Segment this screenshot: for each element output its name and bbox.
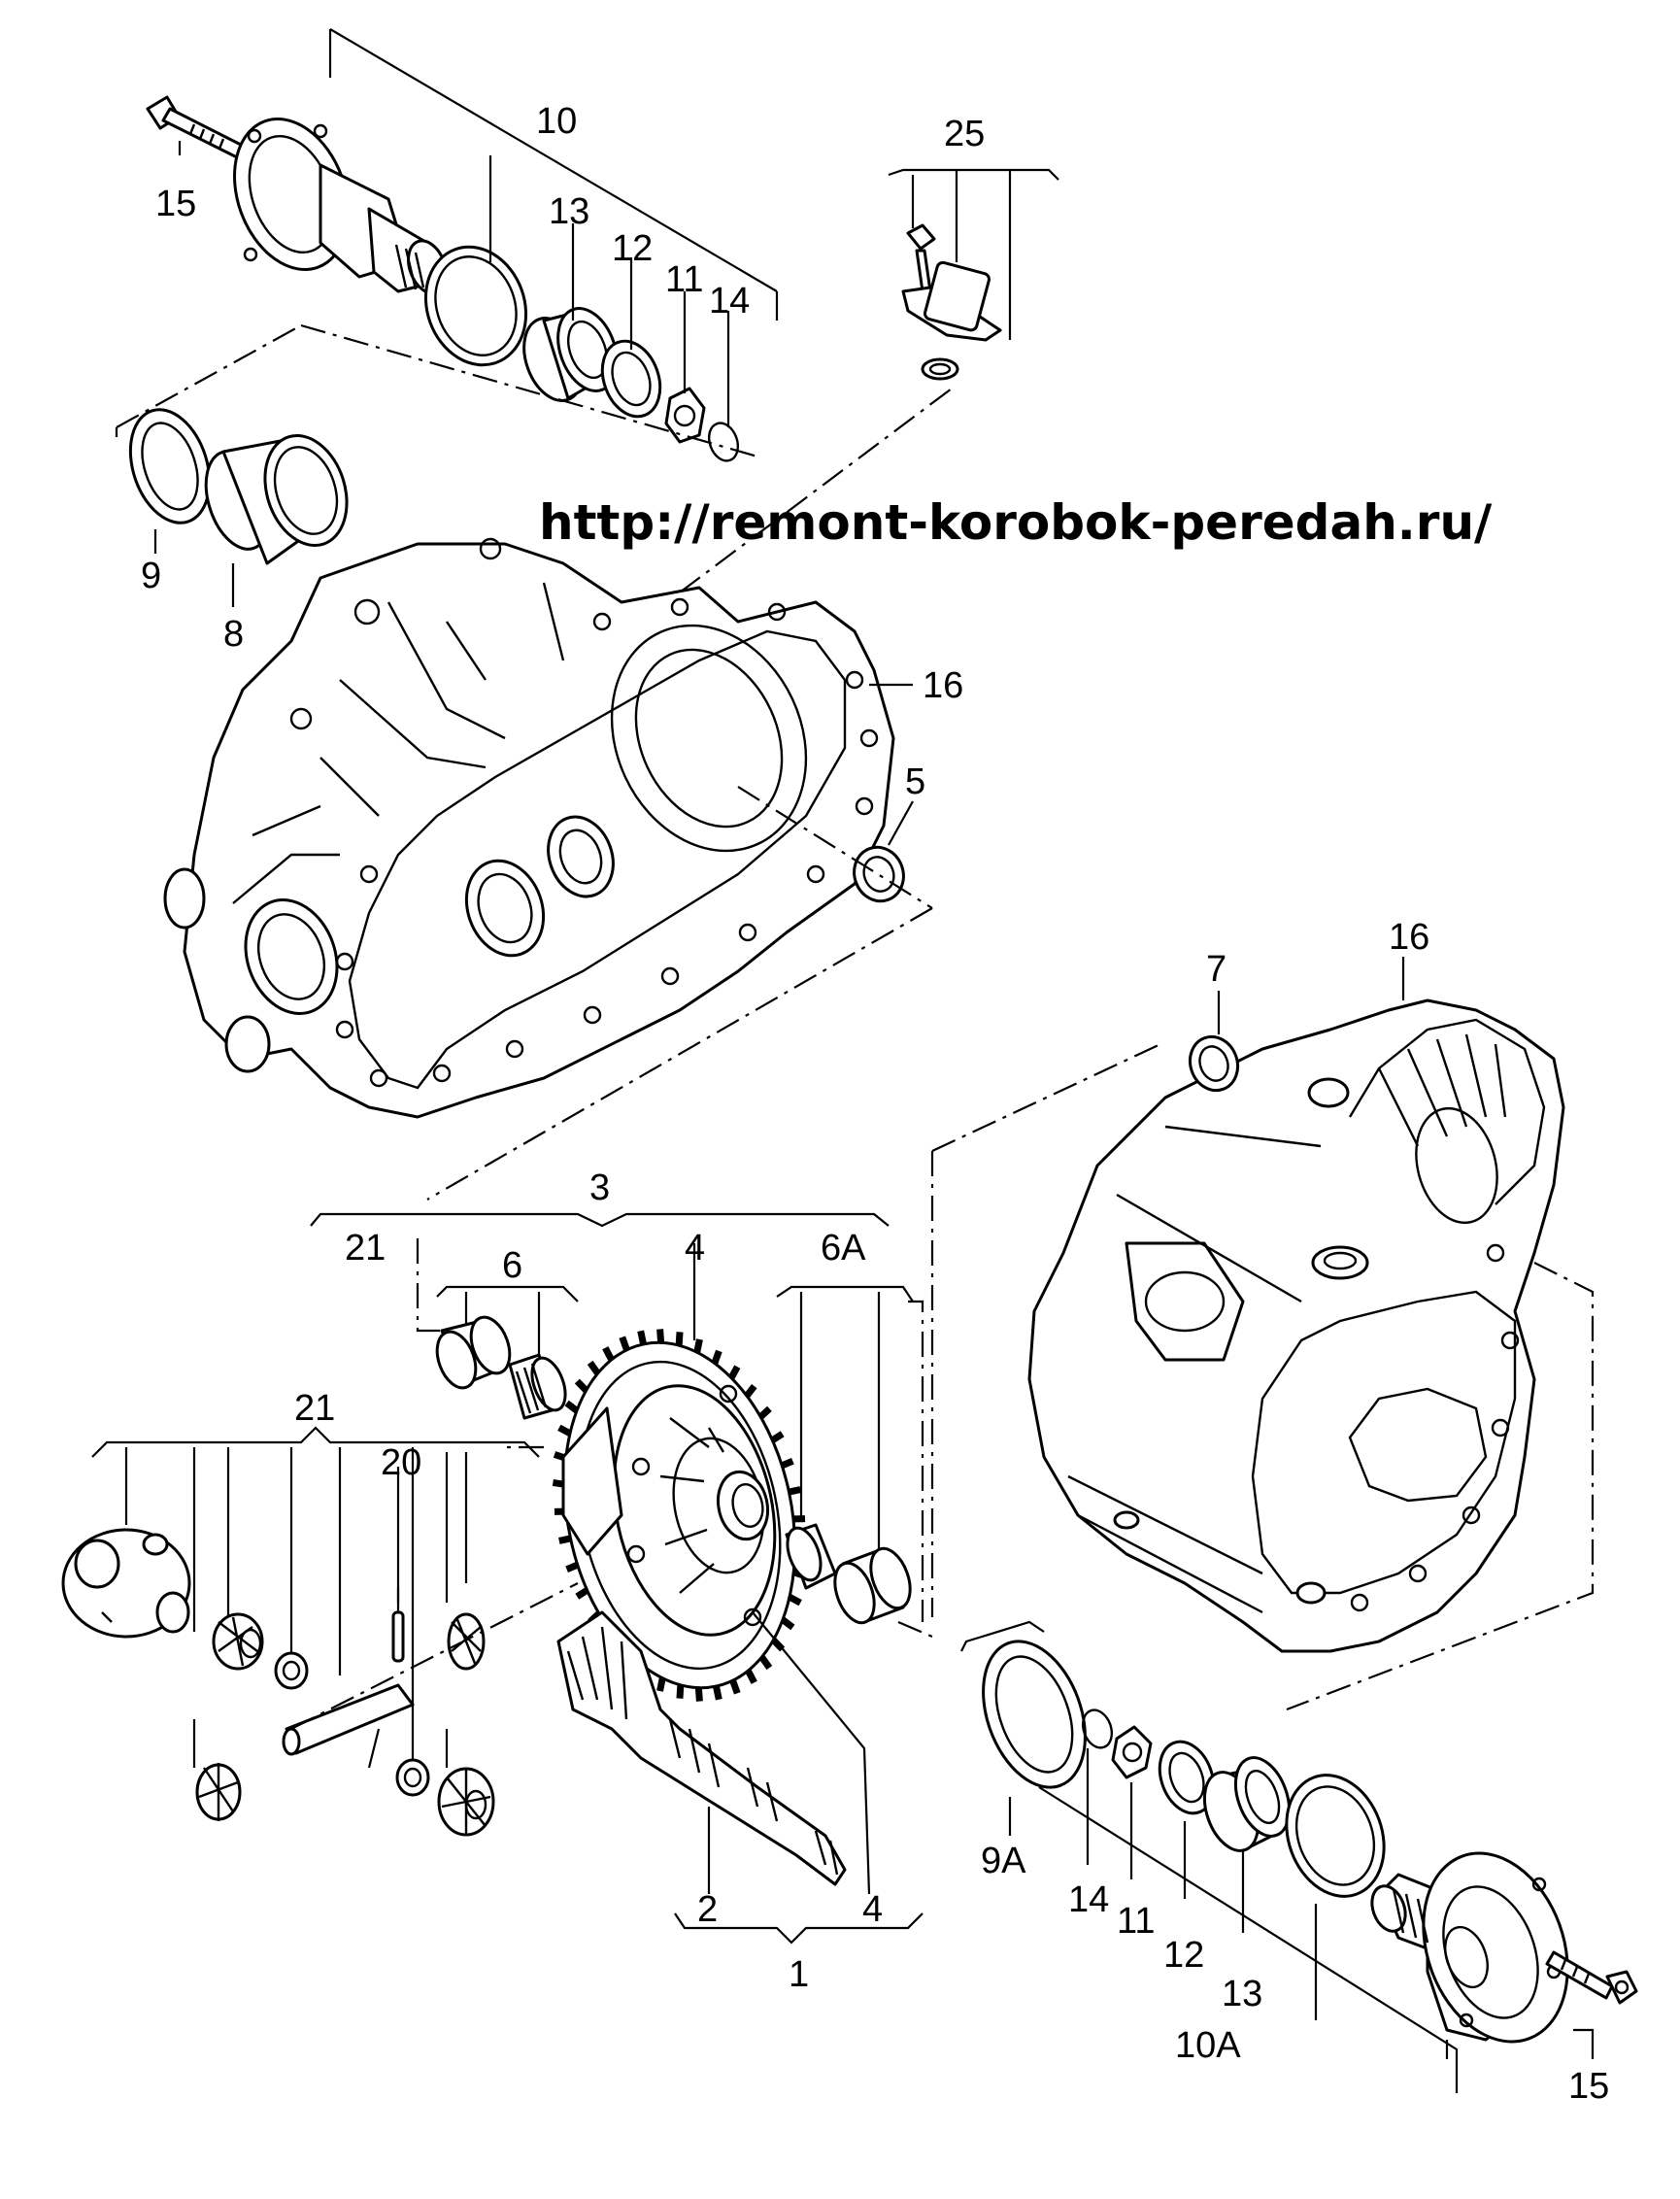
callout-9A: 9A: [981, 1841, 1026, 1881]
transmission-housing-upper: [163, 537, 895, 1119]
bearing-ring-12-lower: [1158, 1740, 1216, 1815]
bolt-15-upper: [146, 95, 245, 159]
watermark-url: http://remont-korobok-peredah.ru/: [539, 494, 1493, 551]
callout-14-upper: 14: [709, 281, 750, 321]
callout-13-lower: 13: [1222, 1974, 1262, 2014]
planet-gear-upper-left: [212, 1612, 264, 1671]
gear-tooth: [574, 1378, 589, 1394]
differential-ring-gear: [552, 1329, 808, 1702]
drive-flange-lower: [1370, 1851, 1569, 2044]
gear-tooth: [675, 1332, 684, 1346]
sensor-25: [888, 168, 1059, 381]
gear-tooth: [656, 1329, 665, 1343]
callout-12-lower: 12: [1163, 1935, 1204, 1976]
callout-20: 20: [381, 1442, 421, 1483]
callout-5: 5: [905, 761, 925, 802]
callout-1: 1: [789, 1954, 809, 1995]
gear-tooth: [656, 1677, 666, 1692]
locking-pin-20: [391, 1610, 405, 1663]
gear-tooth: [713, 1685, 722, 1701]
tapered-bearing-6: [508, 1353, 567, 1420]
circlip-14-upper: [707, 422, 740, 462]
bearing-race-8: [204, 433, 349, 565]
bearing-race-6: [435, 1315, 512, 1390]
side-gear-lower-right: [437, 1767, 495, 1837]
callout-12-upper: 12: [612, 228, 653, 269]
callout-6A: 6A: [821, 1228, 866, 1269]
gear-tooth: [619, 1336, 630, 1352]
transmission-housing-lower: [1027, 998, 1565, 1653]
callout-16-upper: 16: [923, 665, 963, 706]
callout-10A: 10A: [1175, 2025, 1241, 2066]
callout-7: 7: [1206, 949, 1226, 990]
callout-25: 25: [944, 114, 985, 154]
gear-tooth: [745, 1669, 757, 1684]
callout-9: 9: [141, 556, 161, 596]
drive-flange-assembly-upper: [146, 28, 779, 462]
bolt-15-lower: [1545, 1950, 1638, 2005]
gear-tooth: [744, 1383, 757, 1399]
gear-tooth: [575, 1587, 589, 1600]
gear-tooth: [676, 1684, 685, 1699]
callout-21-upper: 21: [345, 1228, 386, 1269]
pinion-shaft: [282, 1683, 415, 1756]
callout-15-upper: 15: [155, 184, 196, 224]
gear-tooth: [565, 1561, 580, 1573]
callout-11-upper: 11: [665, 259, 703, 300]
bearing-race-6A: [833, 1546, 912, 1625]
callout-15-lower: 15: [1568, 2066, 1609, 2107]
gear-tooth: [557, 1424, 572, 1437]
gear-tooth: [637, 1330, 647, 1345]
gear-tooth: [602, 1346, 615, 1362]
callout-16-lower: 16: [1389, 917, 1429, 958]
callout-4-lower: 4: [862, 1889, 883, 1930]
callout-21-lower: 21: [294, 1388, 335, 1429]
thrust-washer-left: [274, 1651, 309, 1690]
planet-gear-upper-right: [447, 1612, 486, 1671]
gear-tooth: [758, 1654, 773, 1671]
bearing-ring-12-upper: [600, 339, 662, 419]
differential-case: [61, 1528, 191, 1639]
output-pinion-shaft-2: [556, 1610, 847, 1886]
nut-11-lower: [1111, 1725, 1153, 1779]
gear-tooth: [694, 1687, 703, 1702]
callout-10: 10: [536, 101, 577, 142]
oil-seal-9A: [982, 1640, 1087, 1789]
gear-tooth: [693, 1338, 703, 1353]
gear-tooth: [558, 1535, 572, 1544]
callout-14-lower: 14: [1068, 1879, 1109, 1920]
o-ring-upper: [423, 245, 528, 367]
gear-tooth: [757, 1405, 772, 1420]
callout-8: 8: [223, 614, 244, 655]
circlip-14-lower: [1081, 1708, 1114, 1749]
nut-11-upper: [664, 387, 706, 444]
drive-flange-upper: [233, 118, 448, 295]
gear-tooth: [780, 1458, 794, 1470]
gear-tooth: [770, 1431, 785, 1443]
bearing-13-lower: [1202, 1756, 1292, 1852]
callout-3: 3: [589, 1167, 610, 1208]
callout-13-upper: 13: [549, 191, 589, 232]
gear-tooth: [587, 1360, 601, 1376]
oil-seal-9: [128, 408, 212, 524]
gear-tooth: [788, 1486, 801, 1496]
callout-2: 2: [697, 1889, 718, 1930]
gear-tooth: [711, 1349, 722, 1365]
callout-labels: 10 15 13 12 11 14 25 9 8 16 5 7 16 3 21 …: [141, 101, 1609, 2107]
callout-11-lower: 11: [1117, 1901, 1155, 1942]
side-gear-lower-left: [195, 1763, 242, 1821]
thrust-washer-right: [395, 1758, 430, 1797]
gear-tooth: [564, 1400, 580, 1414]
gear-tooth: [729, 1678, 741, 1695]
gear-tooth: [780, 1616, 795, 1631]
seal-ring-5: [853, 845, 905, 903]
callout-6: 6: [502, 1245, 522, 1286]
gear-tooth: [788, 1594, 802, 1607]
bearing-13-upper: [522, 307, 619, 402]
callout-4-upper: 4: [685, 1228, 705, 1269]
gear-tooth: [728, 1365, 741, 1380]
